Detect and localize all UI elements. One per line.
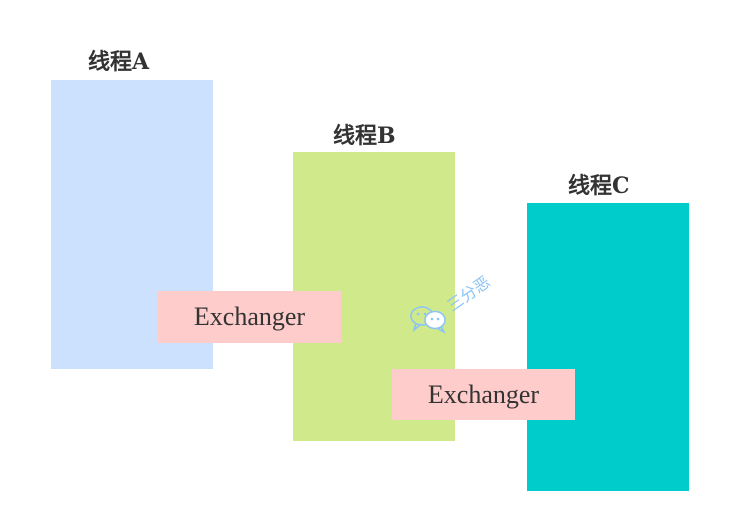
watermark: 三分恶 xyxy=(408,266,538,338)
thread-b-label: 线程B xyxy=(333,123,396,149)
thread-c-label: 线程C xyxy=(568,173,630,199)
thread-c-box xyxy=(527,203,689,491)
exchanger-bc: Exchanger xyxy=(392,369,575,420)
exchanger-ab: Exchanger xyxy=(158,291,341,343)
svg-text:三分恶: 三分恶 xyxy=(443,272,493,315)
thread-a-label: 线程A xyxy=(88,49,150,75)
wechat-icon: 三分恶 xyxy=(410,272,494,335)
